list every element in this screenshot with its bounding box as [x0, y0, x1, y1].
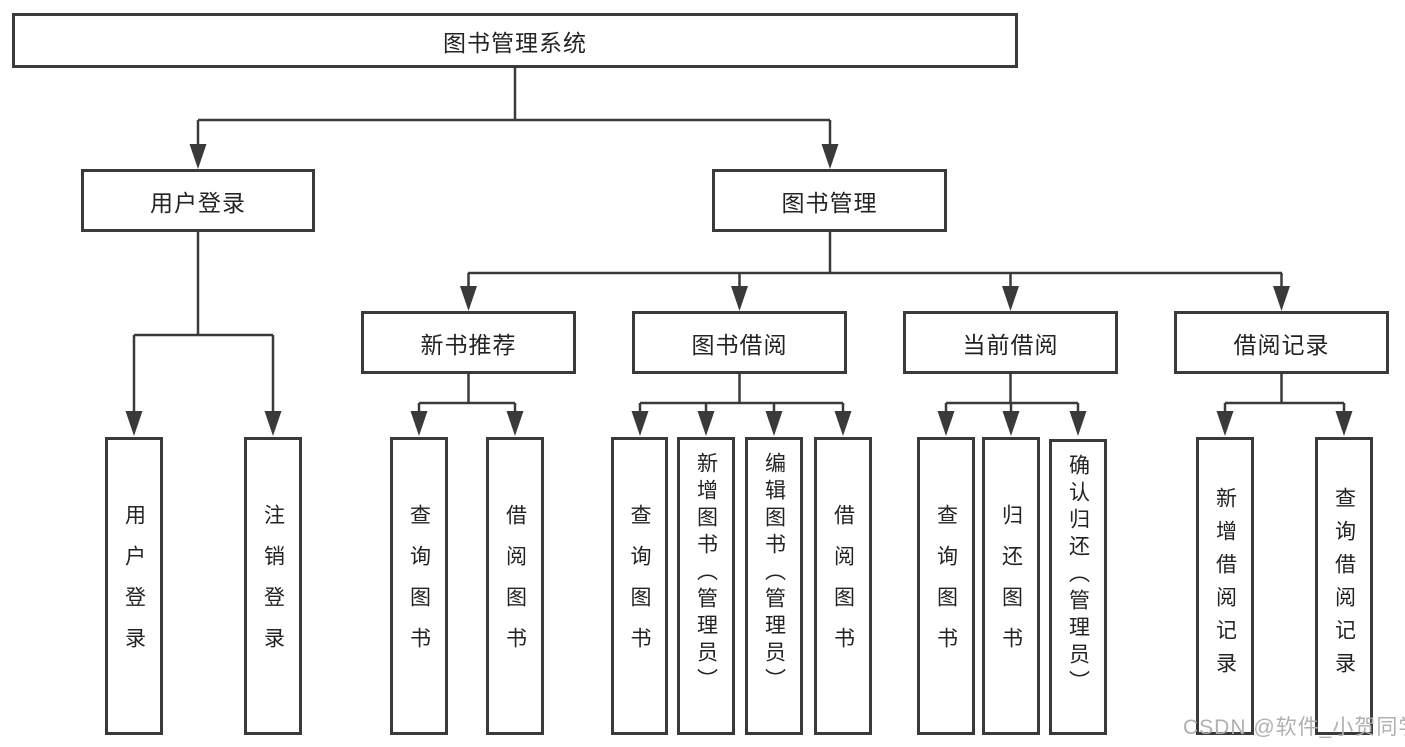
node-label: 注销登录: [261, 504, 285, 668]
node-current-borrow: 当前借阅: [903, 311, 1118, 374]
leaf-add-borrow-record: 新增借阅记录: [1196, 437, 1254, 735]
leaf-query-borrow-record: 查询借阅记录: [1315, 437, 1373, 735]
leaf-logout: 注销登录: [244, 437, 302, 735]
node-label: 查询图书: [407, 504, 431, 668]
leaf-borrow-books: 借阅图书: [486, 437, 544, 735]
node-label: 借阅记录: [1233, 331, 1330, 358]
leaf-confirm-return-admin: 确认归还（管理员）: [1049, 439, 1107, 735]
leaf-query-books: 查询图书: [917, 437, 975, 735]
node-user-login: 用户登录: [81, 169, 315, 232]
node-book-borrow: 图书借阅: [632, 311, 847, 374]
node-book-management: 图书管理: [712, 169, 947, 232]
leaf-user-login: 用户登录: [105, 437, 163, 735]
node-label: 归还图书: [999, 504, 1023, 668]
node-label: 图书借阅: [691, 331, 788, 358]
leaf-query-books: 查询图书: [390, 437, 448, 735]
leaf-query-books: 查询图书: [611, 437, 668, 735]
csdn-watermark: CSDN @软件_小贺同学: [1183, 716, 1405, 739]
leaf-add-books-admin: 新增图书（管理员）: [677, 437, 735, 735]
node-label: 借阅图书: [503, 504, 527, 668]
node-label: 编辑图书（管理员）: [762, 452, 786, 695]
node-label: 用户登录: [122, 504, 146, 668]
node-root-library-management-system: 图书管理系统: [12, 13, 1018, 68]
node-label: 借阅图书: [831, 504, 855, 668]
node-label: 确认归还（管理员）: [1066, 454, 1090, 697]
leaf-return-books: 归还图书: [982, 437, 1040, 735]
node-label: 新增借阅记录: [1213, 487, 1237, 685]
node-label: 查询图书: [934, 504, 958, 668]
node-label: 用户登录: [150, 189, 246, 216]
node-new-book-recommend: 新书推荐: [361, 311, 576, 374]
leaf-borrow-books: 借阅图书: [814, 437, 872, 735]
node-label: 查询图书: [628, 504, 651, 668]
node-label: 图书管理系统: [443, 29, 587, 56]
node-label: 新增图书（管理员）: [694, 452, 718, 695]
node-label: 图书管理: [781, 189, 878, 216]
node-label: 当前借阅: [962, 331, 1059, 358]
node-label: 新书推荐: [420, 331, 517, 358]
node-label: 查询借阅记录: [1332, 487, 1356, 685]
leaf-edit-books-admin: 编辑图书（管理员）: [745, 437, 803, 735]
node-borrow-records: 借阅记录: [1174, 311, 1389, 374]
